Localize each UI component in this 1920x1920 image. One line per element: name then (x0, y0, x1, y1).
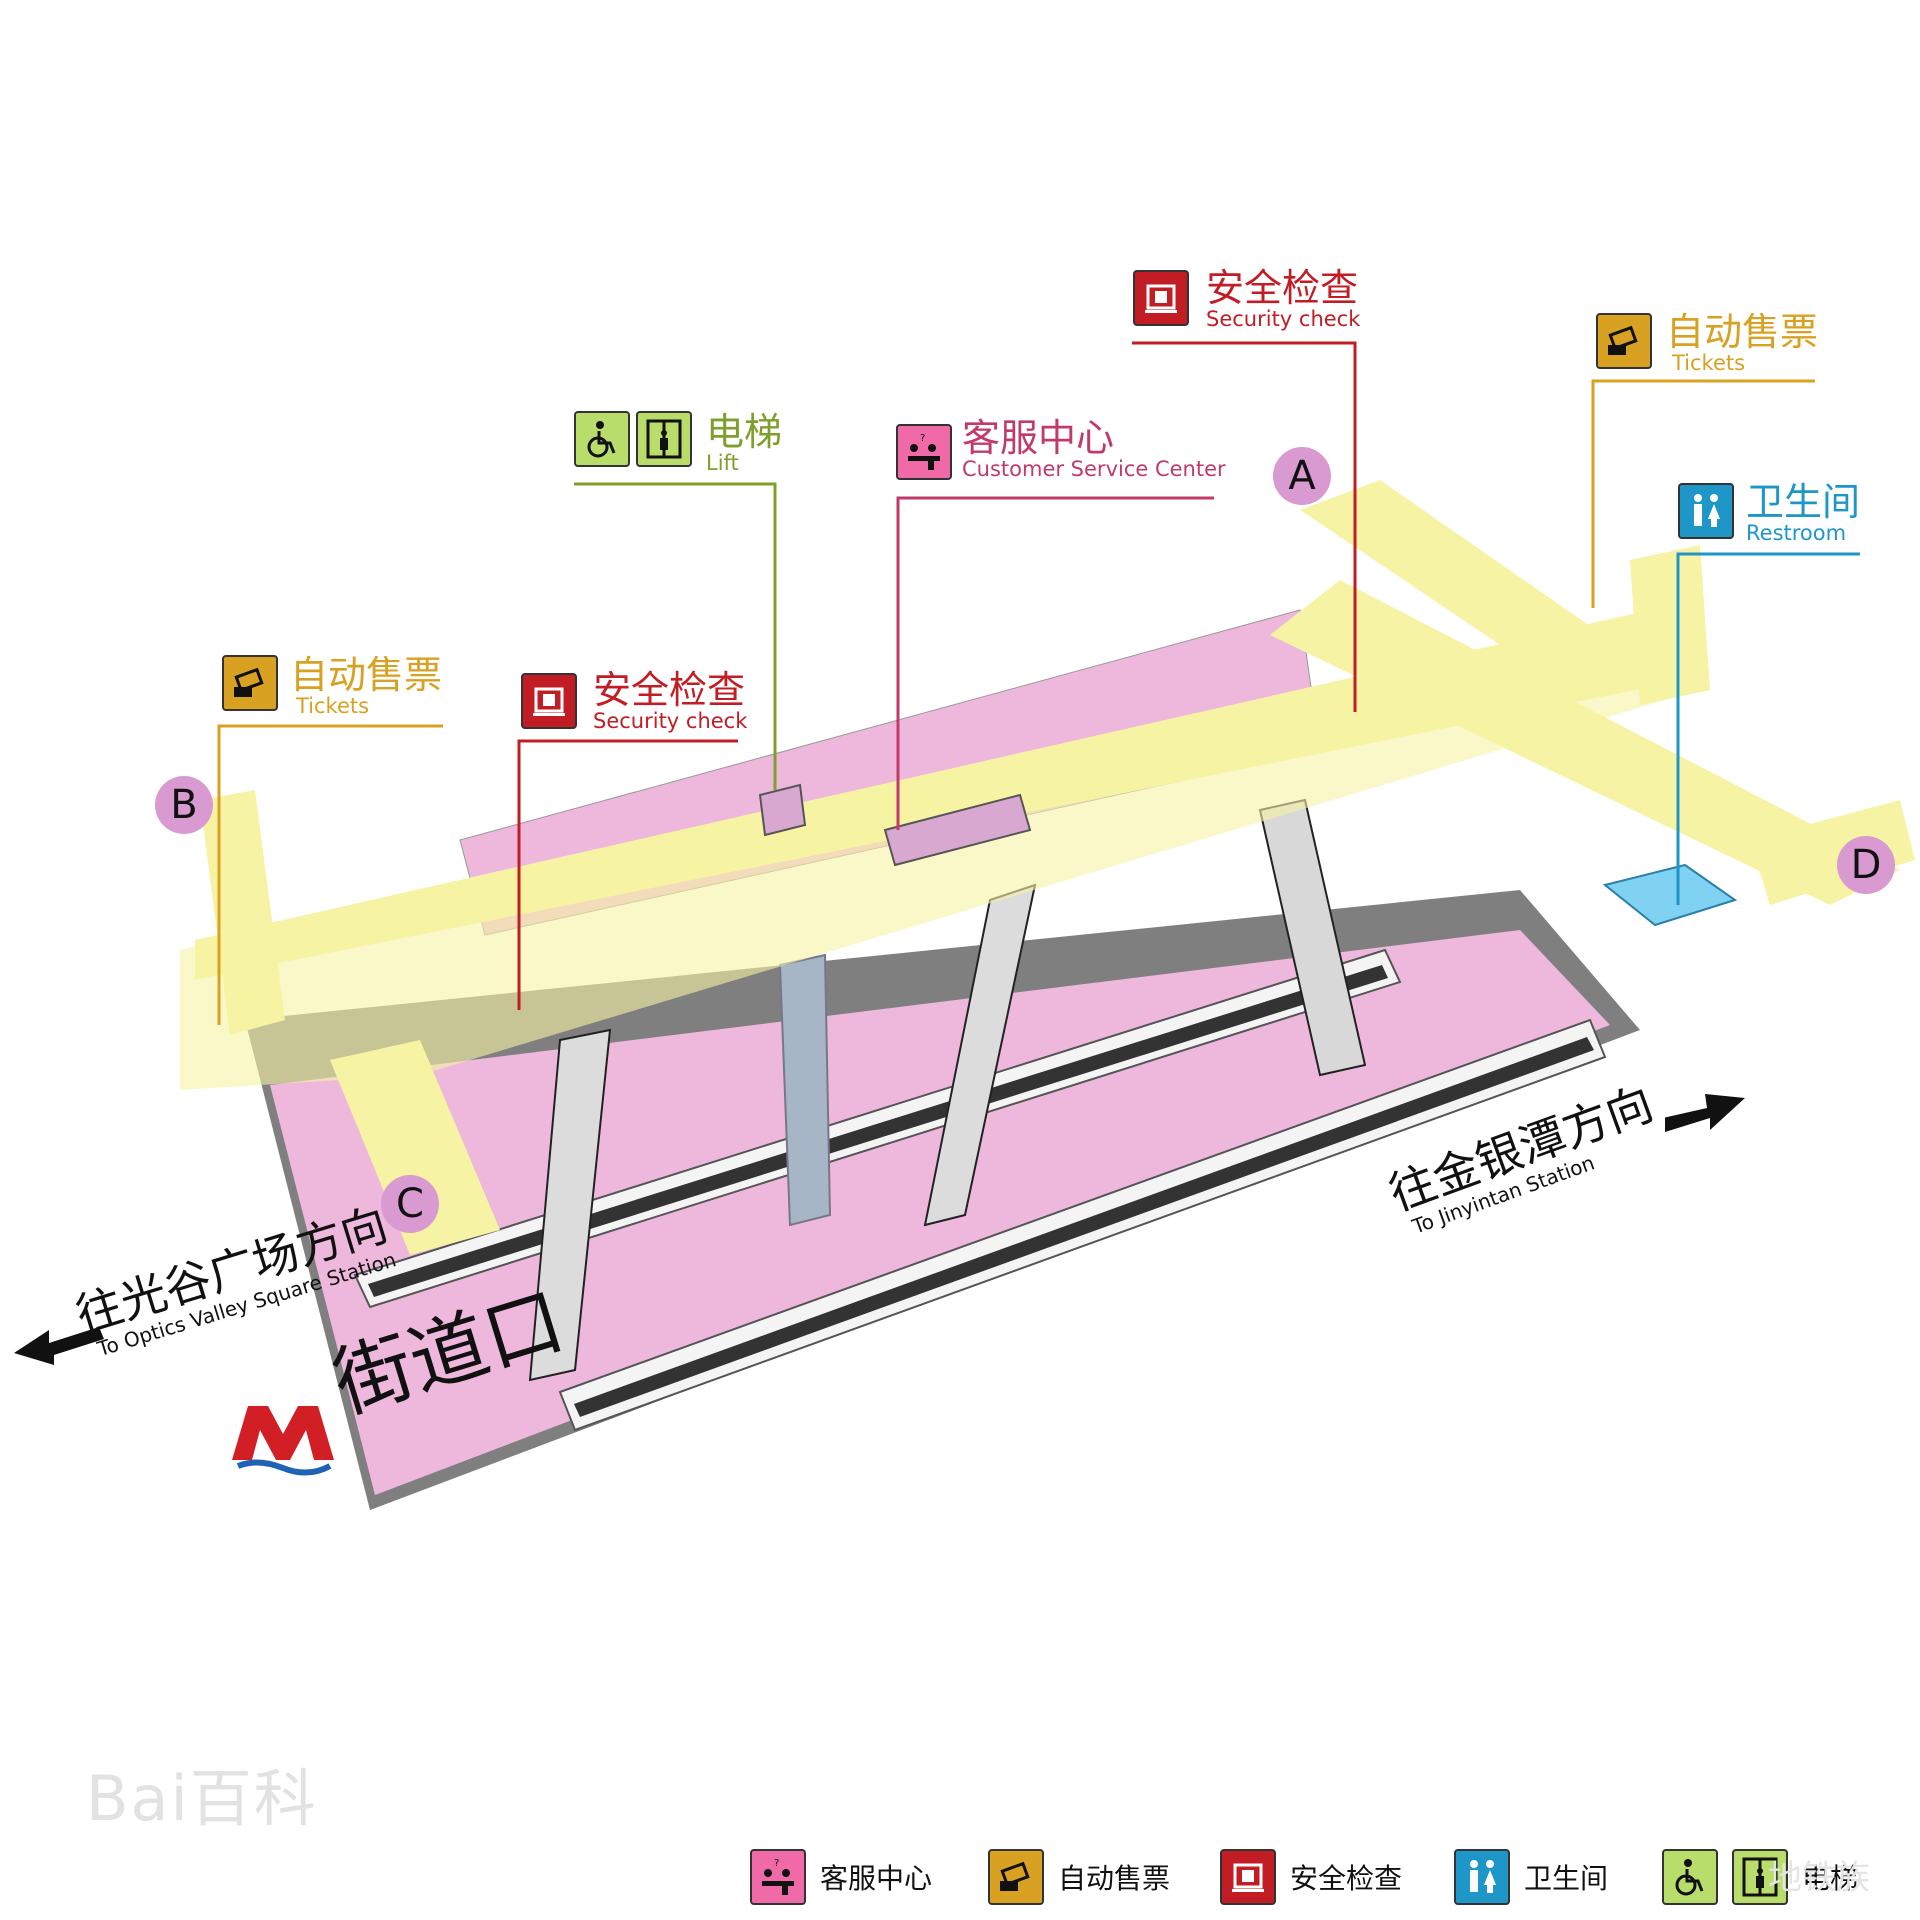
luggage-scanner-icon (521, 673, 577, 729)
wheelchair-icon (1662, 1849, 1718, 1905)
label-restroom-zh: 卫生间 (1746, 480, 1861, 524)
legend-tickets-text: 自动售票 (1058, 1862, 1171, 1895)
restroom-floor (1602, 863, 1738, 927)
luggage-scanner-icon (1220, 1849, 1276, 1905)
label-lift-zh: 电梯 (706, 410, 783, 454)
label-service-en: Customer Service Center (962, 457, 1226, 481)
label-tickets-right-en: Tickets (1672, 351, 1746, 375)
svg-text:?: ? (920, 433, 925, 444)
legend-item-restroom: 卫生间 (1454, 1848, 1608, 1906)
leader-tickets-left (217, 724, 443, 1025)
label-tickets-right-zh: 自动售票 (1666, 310, 1819, 354)
leader-lift (574, 482, 777, 790)
label-security-left-zh: 安全检查 (593, 668, 746, 712)
legend-item-lift: 电梯 (1662, 1848, 1858, 1906)
legend-lift-text: 电梯 (1802, 1862, 1859, 1895)
label-tickets-left: 自动售票 Tickets (290, 655, 442, 717)
watermark-baike: Bai百科 (86, 1762, 318, 1835)
legend-service-text: 客服中心 (820, 1862, 933, 1895)
label-tickets-left-zh: 自动售票 (290, 653, 443, 697)
elevator-icon (636, 411, 692, 467)
label-lift-en: Lift (706, 451, 739, 475)
watermark-ditiezu: 地铁族 (1768, 1858, 1870, 1898)
exit-b-badge: B (155, 776, 213, 834)
label-service: 客服中心 Customer Service Center (962, 418, 1226, 480)
label-tickets-right: 自动售票 Tickets (1666, 312, 1818, 374)
leader-restroom (1676, 552, 1860, 905)
label-security-top-en: Security check (1206, 307, 1361, 331)
train-near (558, 1018, 1607, 1432)
luggage-scanner-icon (1133, 270, 1189, 326)
legend-restroom-text: 卫生间 (1524, 1862, 1609, 1895)
wuhan-metro-logo (232, 1406, 334, 1476)
exit-a-badge: A (1273, 447, 1331, 505)
elevator-icon (1732, 1849, 1788, 1905)
customer-service-icon: ? (750, 1849, 806, 1905)
label-tickets-left-en: Tickets (296, 694, 370, 718)
label-restroom-en: Restroom (1746, 521, 1847, 545)
train-far (353, 948, 1402, 1309)
label-restroom: 卫生间 Restroom (1746, 482, 1860, 544)
service-booth (883, 793, 1032, 867)
leader-security-top (1132, 341, 1357, 712)
lift-box (758, 783, 807, 837)
leader-security-left (517, 739, 738, 1010)
label-security-top-zh: 安全检查 (1206, 266, 1359, 310)
restroom-icon (1678, 483, 1734, 539)
legend-security-text: 安全检查 (1290, 1862, 1403, 1895)
customer-service-icon: ? (896, 424, 952, 480)
ticket-machine-icon (988, 1849, 1044, 1905)
label-security-left: 安全检查 Security check (593, 670, 747, 732)
leader-tickets-right (1591, 379, 1815, 608)
leader-service (896, 496, 1214, 830)
legend-item-tickets: 自动售票 (988, 1848, 1170, 1906)
svg-text:?: ? (774, 1858, 779, 1869)
pillar-stair-left (528, 1028, 612, 1382)
wheelchair-icon (574, 411, 630, 467)
arrow-left-icon (14, 1327, 104, 1365)
lift-shaft (778, 953, 832, 1227)
exit-c-badge: C (381, 1175, 439, 1233)
legend-item-service: ? 客服中心 (750, 1848, 932, 1906)
label-security-top: 安全检查 Security check (1206, 268, 1360, 330)
label-service-zh: 客服中心 (962, 416, 1115, 460)
ticket-machine-icon (1596, 313, 1652, 369)
legend-item-security: 安全检查 (1220, 1848, 1402, 1906)
label-security-left-en: Security check (593, 709, 748, 733)
ticket-machine-icon (222, 655, 278, 711)
arrow-right-icon (1665, 1094, 1745, 1132)
label-lift: 电梯 Lift (706, 412, 782, 474)
restroom-icon (1454, 1849, 1510, 1905)
exit-d-badge: D (1837, 836, 1895, 894)
